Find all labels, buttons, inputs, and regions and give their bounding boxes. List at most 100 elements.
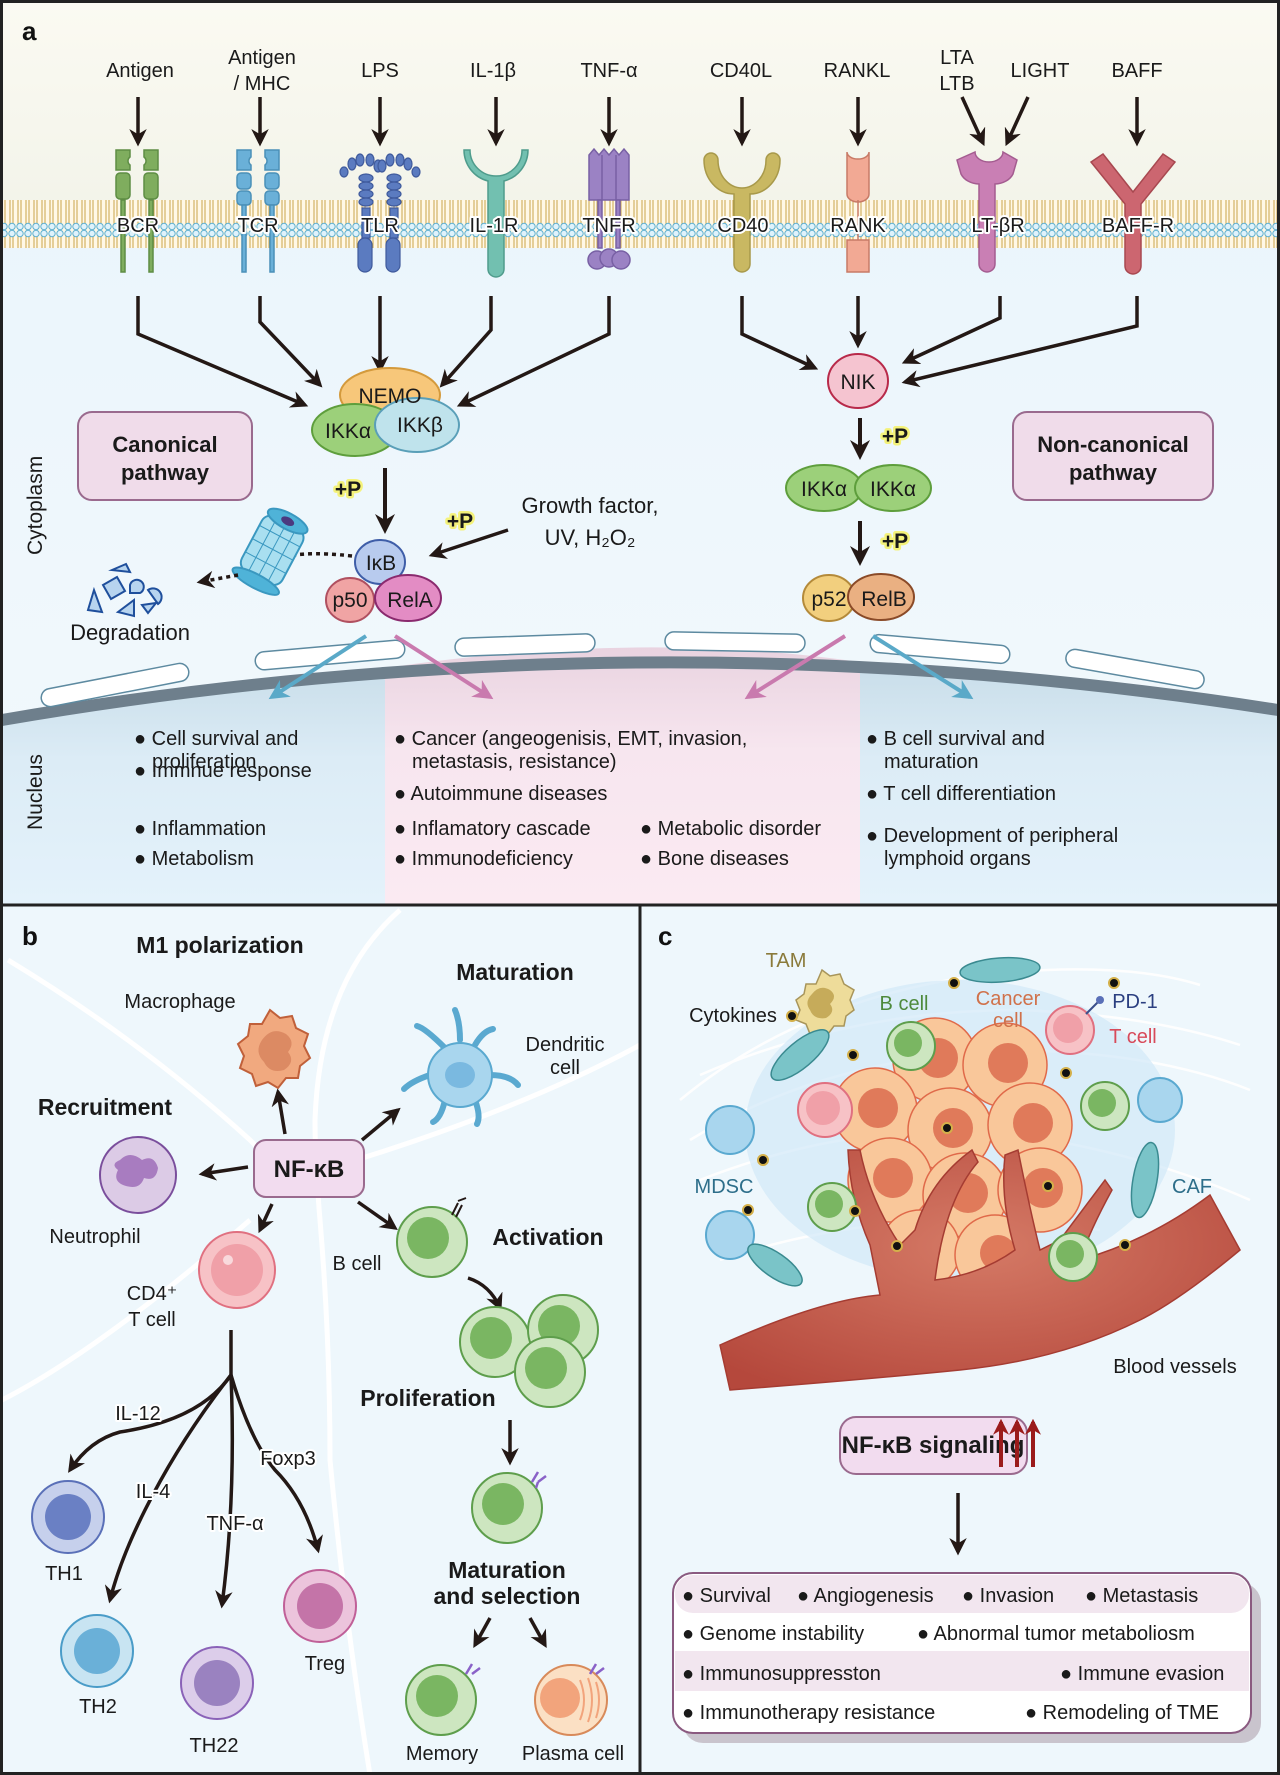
phospho-noncanonical-1: +P [882, 425, 908, 448]
ikkb-shape [374, 397, 460, 453]
outcome-genome-instability: ● Genome instability [682, 1623, 864, 1645]
th1-cell-icon [31, 1480, 105, 1554]
blood-vessels-icon [719, 1148, 1241, 1391]
th-differentiation-arrows [68, 1330, 323, 1609]
panel-c: c Blood vessels [640, 905, 1278, 1773]
mature-bcell-icon [471, 1471, 547, 1544]
section-proliferation: Proliferation [360, 1385, 495, 1411]
receptor-label-tlr: TLR [361, 215, 399, 237]
receptor-lt-br [956, 150, 1018, 273]
outcome-shared-2: ● Inflamatory cascade [394, 818, 591, 840]
noncanonical-converging-arrows [740, 296, 1139, 388]
mdsc-label: MDSC [695, 1176, 754, 1198]
outcome-immune-evasion: ● Immune evasion [1060, 1663, 1224, 1685]
nuclear-translocation-arrows [268, 634, 974, 700]
receptor-tcr [236, 149, 280, 273]
tcell-top-icon [1045, 996, 1104, 1055]
tcell-tumor-label: T cell [1109, 1026, 1156, 1048]
ligand-light: LIGHT [1011, 60, 1070, 82]
panel-b-label: b [22, 921, 38, 951]
ligand-tnfa: TNF-α [580, 60, 637, 82]
stimuli-line2: UV, H₂O₂ [545, 525, 636, 550]
neutrophil-cell-icon [99, 1136, 177, 1214]
phospho-label: +P [335, 478, 361, 501]
ikka-2-label: IKKα [870, 478, 916, 501]
outcome-shared-4: ● Metabolic disorder [640, 818, 821, 840]
outcome-immunosuppression: ● Immunosuppresston [682, 1663, 881, 1685]
receptor-bcr [115, 149, 159, 273]
bcell-left-icon [807, 1182, 857, 1232]
ikka-dimer: IKKα IKKα [785, 464, 932, 512]
ligand-labels: Antigen Antigen / MHC LPS IL-1β TNF-α CD… [106, 47, 1162, 95]
treg-label: Treg [305, 1653, 345, 1675]
section-recruitment: Recruitment [38, 1094, 173, 1120]
ligand-antigen: Antigen [106, 60, 174, 82]
outcome-invasion: ● Invasion [962, 1585, 1054, 1607]
th22-label: TH22 [190, 1735, 239, 1757]
stimuli-line1: Growth factor, [522, 493, 659, 518]
noncanonical-pathway-box: Non-canonical pathway [1012, 411, 1214, 501]
cytokine-dots-icon [742, 977, 1131, 1252]
cytokine-il12: IL-12 [115, 1403, 161, 1425]
nfkb-center-label: NF-κB [274, 1156, 345, 1183]
nik-node: NIK [827, 353, 889, 409]
receptor-label-bcr: BCR [117, 215, 159, 237]
proliferating-bcells-icon [459, 1294, 599, 1408]
outcome-canonical-3: ● Metabolism [134, 848, 254, 870]
cytokines-label: Cytokines [689, 1005, 777, 1027]
ikb-complex: IκB p50 RelA [325, 539, 442, 623]
cell-membrane [2, 200, 1278, 248]
caf-cells-icon [747, 956, 1160, 1287]
p50-label: p50 [332, 589, 367, 612]
nfkb-center-box: NF-κB [253, 1139, 365, 1198]
cancer-cell-label-1: Cancer [976, 988, 1041, 1010]
receptor-label-cd40: CD40 [717, 215, 768, 237]
tam-label: TAM [766, 950, 807, 972]
cd4-label-1: CD4⁺ [127, 1283, 178, 1305]
cytokine-foxp3: Foxp3 [260, 1448, 316, 1470]
proteasome-icon [196, 507, 353, 596]
ligand-il1b: IL-1β [470, 60, 516, 82]
cytokine-tnfa: TNF-α [206, 1513, 263, 1535]
noncanonical-line1: Non-canonical [1037, 432, 1189, 457]
ligand-baff: BAFF [1111, 60, 1162, 82]
outcome-shared-3: ● Immunodeficiency [394, 848, 573, 870]
ligand-cd40l: CD40L [710, 60, 772, 82]
section-maturation: Maturation [456, 959, 574, 985]
pd1-label: PD-1 [1112, 991, 1158, 1013]
nfkb-signaling-box: NF-κB signaling [839, 1416, 1028, 1475]
outcome-noncanonical-2-continuation: lymphoid organs [884, 848, 1031, 870]
section-maturation-selection-1: Maturation [448, 1557, 566, 1583]
canonical-line1: Canonical [112, 432, 217, 457]
ikkb-label: IKKβ [397, 414, 443, 437]
outcome-angiogenesis: ● Angiogenesis [797, 1585, 934, 1607]
ikka-label: IKKα [325, 420, 371, 443]
nfkb-signaling-label: NF-κB signaling [842, 1432, 1025, 1459]
outcome-survival: ● Survival [682, 1585, 771, 1607]
upregulation-arrows-icon [993, 1418, 1041, 1467]
receptor-labels: BCR TCR TLR IL-1R TNFR CD40 RANK LT-βR B… [115, 213, 1176, 239]
selection-arrows [473, 1617, 547, 1649]
th2-cell-icon [60, 1614, 134, 1688]
ligand-rankl: RANKL [824, 60, 891, 82]
tam-cell-icon [795, 968, 855, 1035]
treg-cell-icon [283, 1569, 357, 1643]
phospho-label-2: +P [447, 510, 473, 533]
receptor-label-rank: RANK [830, 215, 886, 237]
cytokine-labels: IL-12 IL-4 TNF-α Foxp3 [113, 1401, 318, 1537]
cd4-tcell-icon [198, 1231, 276, 1309]
outcome-canonical-1: ● Immnue response [134, 760, 312, 782]
receptor-label-tnfr: TNFR [582, 215, 635, 237]
receptor-label-lt-br: LT-βR [971, 215, 1024, 237]
receptor-baff-r [1089, 152, 1177, 275]
nemo-label: NEMO [359, 385, 422, 408]
panel-c-label: c [658, 921, 672, 951]
panel-b: b M1 polarization Maturation Recruitment… [0, 905, 642, 1775]
bcell-top-icon [886, 1021, 936, 1071]
nuclear-envelope [0, 656, 1279, 726]
canonical-converging-arrows [136, 296, 611, 408]
outcome-immunotherapy-resistance: ● Immunotherapy resistance [682, 1702, 935, 1724]
outcome-canonical-0a-continuation: proliferation [152, 751, 257, 773]
bcell-right-icon [1080, 1081, 1130, 1131]
